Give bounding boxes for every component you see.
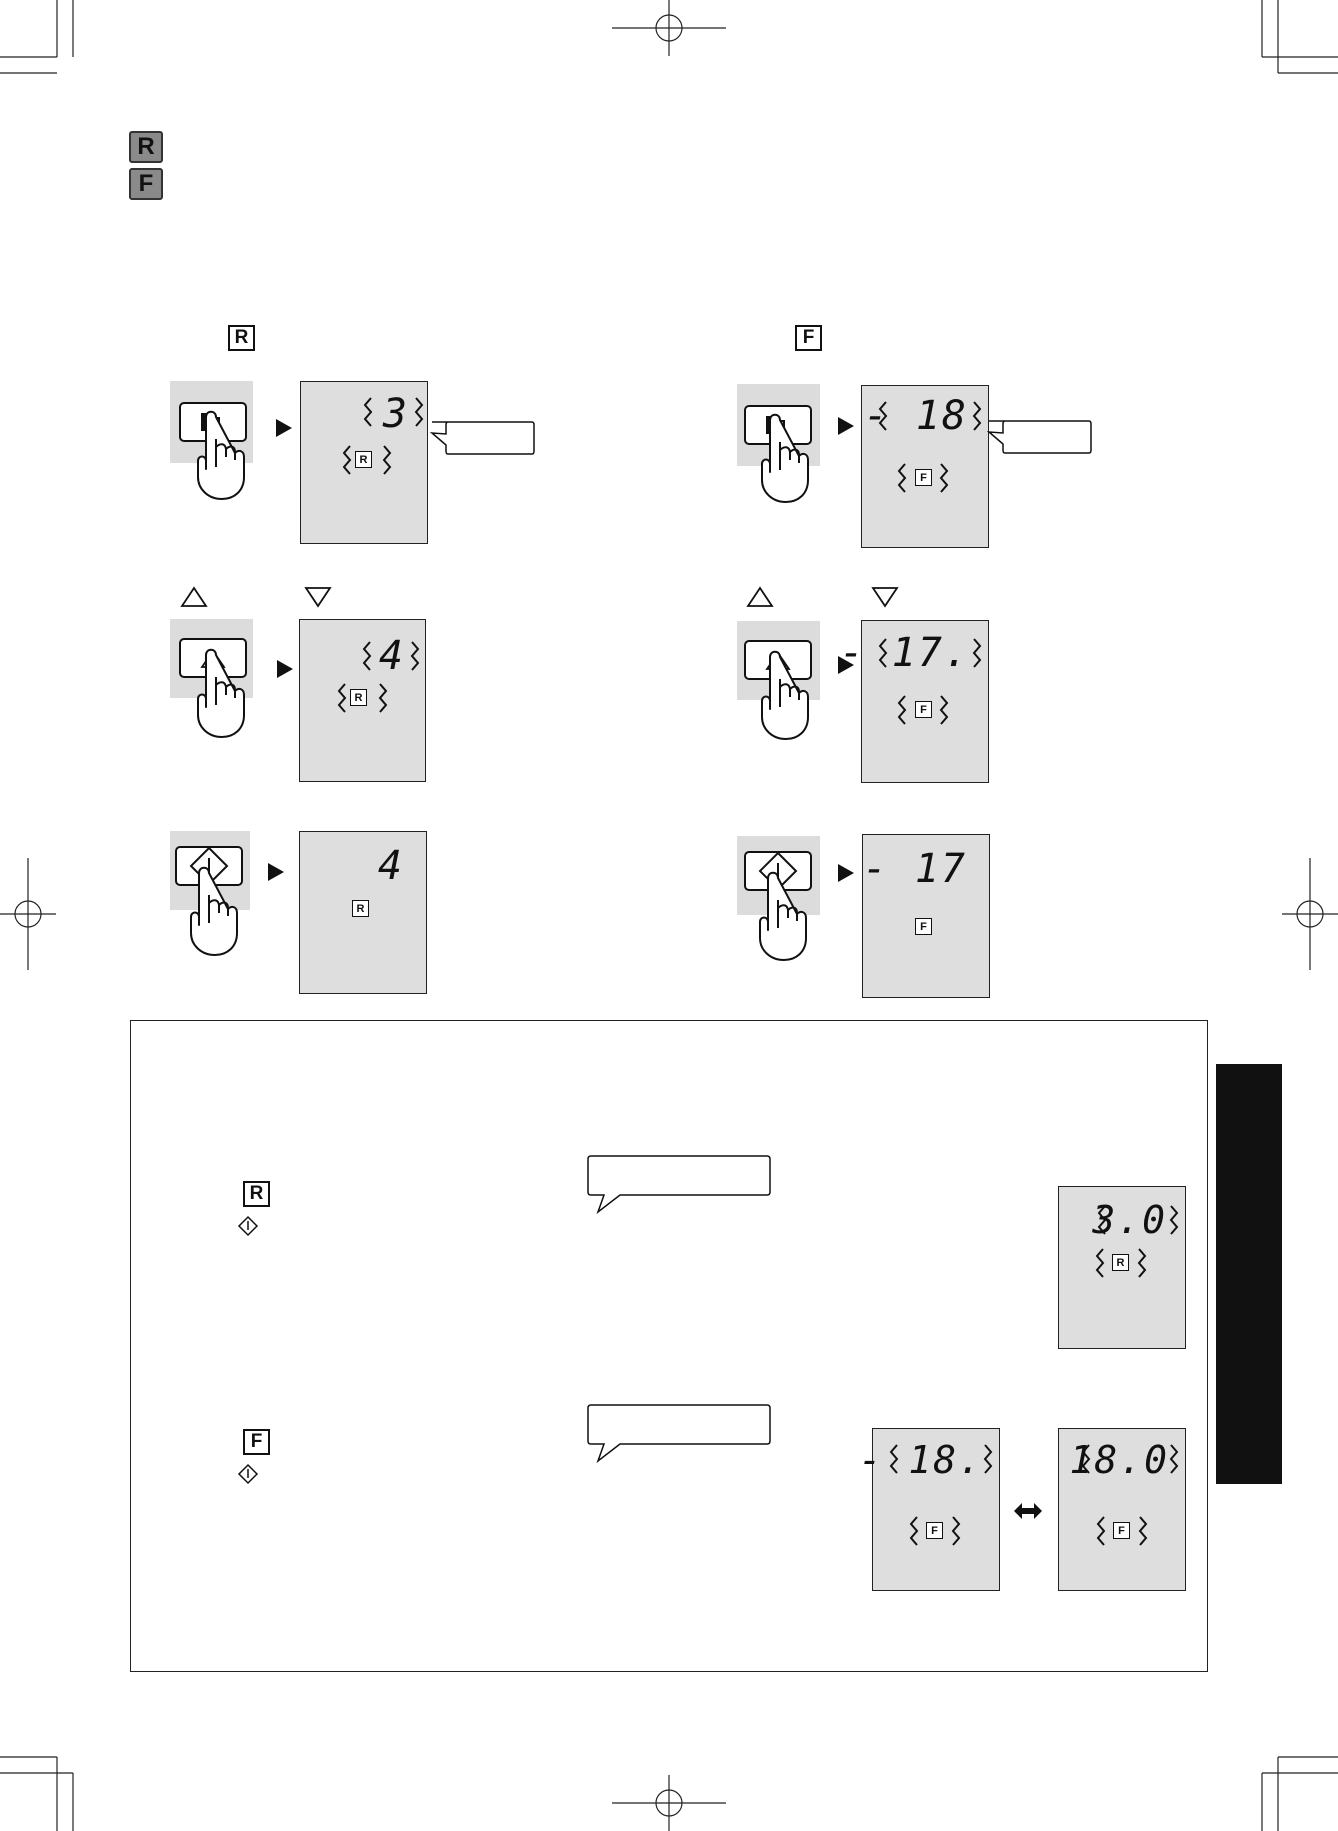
r-step3-temp-readout: 4 xyxy=(377,843,404,889)
f-step3-indicator-text: F xyxy=(920,920,927,933)
note-f-display-a: - 18. F xyxy=(859,1428,1000,1591)
r-step2-indicator-text: R xyxy=(354,691,363,704)
down-triangle-icon xyxy=(871,587,899,608)
note-r-speech-bubble xyxy=(587,1155,771,1215)
note-r-indicator: R xyxy=(1112,1254,1129,1271)
note-f-indicator-a-text: F xyxy=(931,1524,938,1537)
refrigerator-column-label: R xyxy=(228,325,255,351)
legend-key-r-text: R xyxy=(137,133,155,160)
note-r-display: 3.0 R xyxy=(1058,1186,1186,1349)
f-step3-temp-readout: - 17 xyxy=(862,846,967,892)
up-button[interactable] xyxy=(737,621,827,740)
f-step2-indicator: F xyxy=(915,701,932,718)
note-r-temp-readout: 3.0 xyxy=(1092,1198,1167,1242)
arrow-right-icon xyxy=(277,660,293,678)
start-button[interactable] xyxy=(737,836,827,961)
arrow-right-icon xyxy=(838,656,854,674)
f-step2-indicator-text: F xyxy=(920,703,927,716)
arrow-right-icon xyxy=(276,419,292,437)
arrow-right-icon xyxy=(838,417,854,435)
r-step2-temp-readout: 4 xyxy=(378,633,405,679)
start-icon xyxy=(237,1463,259,1485)
note-f-speech-bubble xyxy=(587,1404,771,1464)
f-step1-indicator: F xyxy=(915,469,932,486)
start-icon xyxy=(237,1215,259,1237)
arrow-right-icon xyxy=(268,863,284,881)
freezer-column-label: F xyxy=(795,325,822,351)
note-f-display-b: 18.0 F xyxy=(1058,1428,1186,1591)
section-side-tab xyxy=(1216,1064,1282,1484)
r-step1-indicator-text: R xyxy=(359,453,368,466)
f-step3-indicator: F xyxy=(915,918,932,935)
note-f-indicator-a: F xyxy=(926,1522,943,1539)
up-triangle-icon xyxy=(746,586,774,607)
down-triangle-icon xyxy=(304,587,332,608)
up-triangle-icon xyxy=(180,586,208,607)
arrow-right-icon xyxy=(838,864,854,882)
note-r-indicator-text: R xyxy=(1116,1256,1125,1269)
f-step2-temp-readout: - 17. xyxy=(839,630,970,676)
note-r-label-text: R xyxy=(249,1183,264,1204)
r-step1-display: 3 R xyxy=(300,381,428,544)
refrigerator-column-label-text: R xyxy=(234,327,249,348)
note-f-indicator-b-text: F xyxy=(1118,1524,1125,1537)
note-f-label-text: F xyxy=(250,1431,263,1452)
copy-button[interactable] xyxy=(170,381,260,500)
r-step2-indicator: R xyxy=(350,689,367,706)
f-step1-display: - 18 F xyxy=(861,385,989,548)
legend-key-f-text: F xyxy=(138,170,154,197)
f-step1-indicator-text: F xyxy=(920,471,927,484)
r-step1-temp-readout: 3 xyxy=(382,391,409,437)
f-callout-bubble xyxy=(986,420,1092,454)
r-step1-indicator: R xyxy=(355,451,372,468)
r-step3-indicator: R xyxy=(352,900,369,917)
r-step3-display: 4 R xyxy=(299,831,427,994)
start-button[interactable] xyxy=(170,831,260,956)
blink-marks-icon xyxy=(343,397,423,475)
f-step2-display: - 17. F xyxy=(840,620,989,783)
r-step2-display: 4 R xyxy=(299,619,426,782)
note-box xyxy=(130,1020,1208,1672)
freezer-column-label-text: F xyxy=(802,327,815,348)
legend-key-f: F xyxy=(129,168,163,200)
f-step1-temp-readout: - 18 xyxy=(863,393,968,439)
up-button[interactable] xyxy=(170,619,260,738)
alternate-arrow-icon xyxy=(1014,1503,1042,1519)
r-step3-indicator-text: R xyxy=(356,902,365,915)
note-f-label: F xyxy=(243,1429,270,1455)
note-f-indicator-b: F xyxy=(1113,1522,1130,1539)
legend-key-r: R xyxy=(129,131,163,163)
note-f-temp-readout-a: - 18. xyxy=(858,1438,983,1482)
blink-marks-icon xyxy=(338,641,419,713)
copy-button[interactable] xyxy=(737,384,827,503)
r-callout-bubble xyxy=(429,421,535,455)
note-f-temp-readout-b: 18.0 xyxy=(1069,1438,1169,1482)
note-r-label: R xyxy=(243,1181,270,1207)
f-step3-display: - 17 F xyxy=(862,834,990,998)
